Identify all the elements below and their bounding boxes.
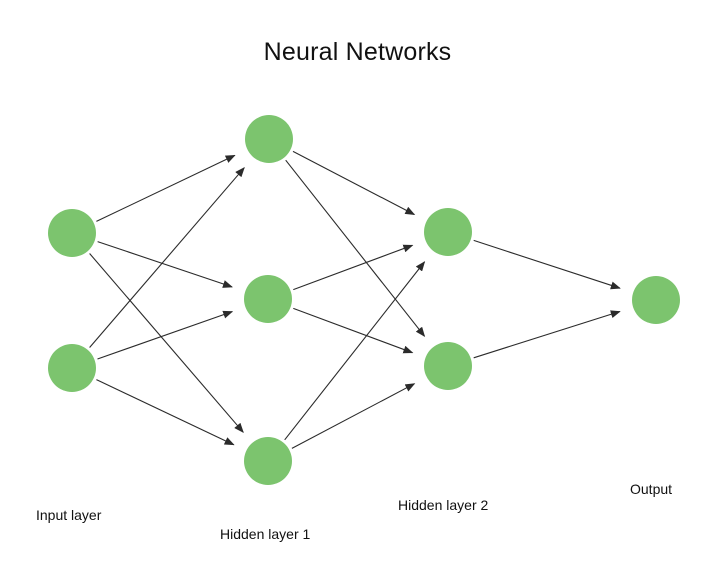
node-hidden1-3 xyxy=(244,437,292,485)
node-input-1 xyxy=(48,209,96,257)
edges-group xyxy=(89,150,621,449)
edge-input-2-to-hidden1-3 xyxy=(96,379,235,446)
node-output-1 xyxy=(632,276,680,324)
node-hidden1-2 xyxy=(244,275,292,323)
label-output: Output xyxy=(630,481,673,497)
label-hidden-layer-1: Hidden layer 1 xyxy=(220,526,311,542)
edge-hidden1-2-to-hidden2-2 xyxy=(293,307,414,354)
label-hidden-layer-2: Hidden layer 2 xyxy=(398,497,489,513)
edge-hidden1-3-to-hidden2-1 xyxy=(284,261,426,441)
node-hidden2-2 xyxy=(424,342,472,390)
edge-hidden1-2-to-hidden2-1 xyxy=(293,244,414,291)
node-hidden2-1 xyxy=(424,208,472,256)
node-hidden1-1 xyxy=(245,115,293,163)
edge-input-1-to-hidden1-3 xyxy=(89,253,244,433)
edge-hidden2-1-to-output-1 xyxy=(473,239,621,290)
edge-input-2-to-hidden1-1 xyxy=(89,167,245,348)
edge-hidden1-3-to-hidden2-2 xyxy=(291,383,416,449)
edge-input-1-to-hidden1-1 xyxy=(96,154,236,222)
edge-input-2-to-hidden1-2 xyxy=(97,310,234,360)
nodes-group xyxy=(48,115,680,485)
edge-hidden1-1-to-hidden2-1 xyxy=(292,150,416,215)
diagram-title: Neural Networks xyxy=(263,38,452,66)
label-input-layer: Input layer xyxy=(36,507,102,523)
edge-input-1-to-hidden1-2 xyxy=(97,241,233,288)
edge-hidden1-1-to-hidden2-2 xyxy=(285,159,426,337)
edge-hidden2-2-to-output-1 xyxy=(473,310,621,359)
node-input-2 xyxy=(48,344,96,392)
